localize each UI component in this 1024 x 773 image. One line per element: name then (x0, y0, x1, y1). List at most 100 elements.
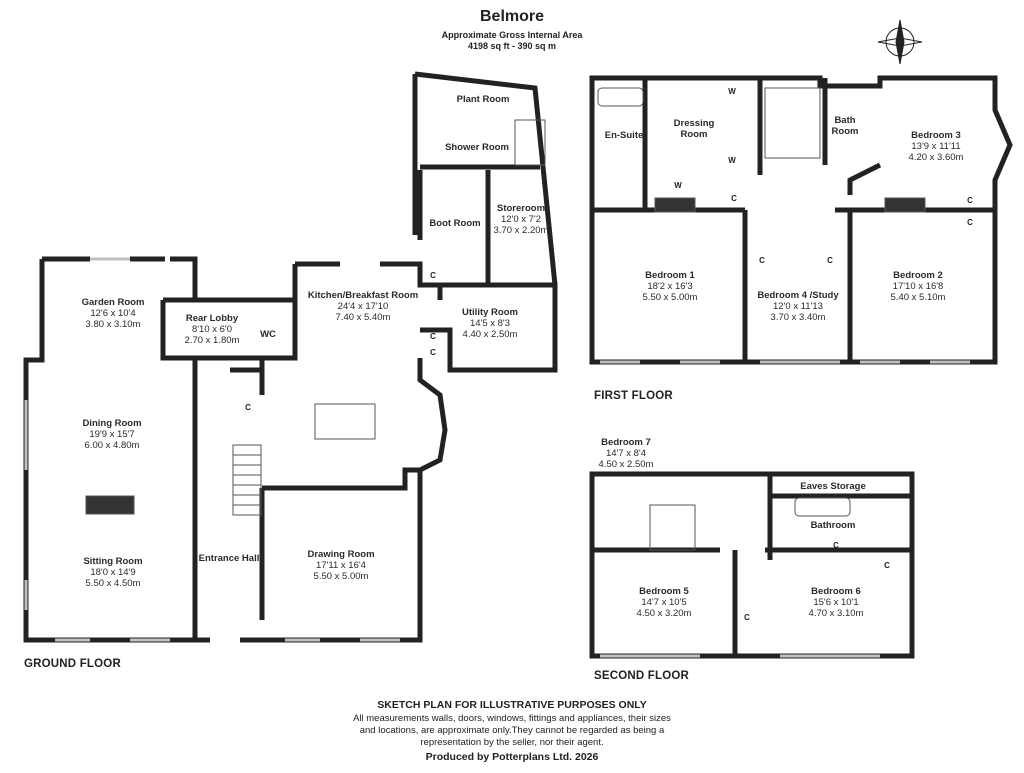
fireplace-bedroom2 (884, 197, 926, 213)
plan-subtitle: Approximate Gross Internal Area (441, 30, 583, 40)
cupboard-marker: C (833, 541, 839, 550)
room-name: Shower Room (445, 142, 509, 153)
room-metric: 2.70 x 1.80m (184, 335, 240, 346)
room-utility-room: Utility Room 14'5 x 8'3 4.40 x 2.50m (462, 307, 518, 340)
cupboard-marker: C (967, 196, 973, 205)
cupboard-marker: C (731, 194, 737, 203)
room-metric: 7.40 x 5.40m (335, 312, 391, 323)
room-imperial: 24'4 x 17'10 (337, 301, 389, 312)
room-name: Bedroom 5 (639, 586, 689, 597)
fireplace-bedroom1 (654, 197, 696, 213)
room-en-suite: En-Suite (605, 130, 644, 141)
room-boot-room: Boot Room (429, 218, 480, 229)
room-metric: 4.70 x 3.10m (808, 608, 864, 619)
room-imperial: 12'6 x 10'4 (90, 308, 136, 319)
room-bedroom-6: Bedroom 6 15'6 x 10'1 4.70 x 3.10m (809, 586, 864, 619)
entrance-hall-wall (192, 360, 265, 640)
room-name: Bath Room (831, 115, 859, 137)
room-name: Drawing Room (307, 549, 375, 560)
cupboard-marker: C (430, 332, 436, 341)
kitchen-island (314, 403, 376, 440)
room-drawing-room: Drawing Room 17'11 x 16'4 5.50 x 5.00m (307, 549, 374, 582)
room-name: Sitting Room (83, 556, 143, 567)
room-bath-room: Bath Room (830, 115, 860, 137)
disclaimer-line-2: and locations, are approximate only.They… (359, 725, 665, 736)
room-imperial: 13'9 x 11'11 (911, 141, 961, 152)
plan-area: 4198 sq ft - 390 sq m (467, 41, 557, 51)
room-garden-room: Garden Room 12'6 x 10'4 3.80 x 3.10m (82, 297, 145, 330)
room-bathroom: Bathroom (811, 520, 856, 531)
bath-second (794, 497, 851, 517)
bath-first (597, 87, 644, 107)
cupboard-marker: C (759, 256, 765, 265)
room-imperial: 14'5 x 8'3 (469, 318, 511, 329)
wardrobe-marker: W (674, 181, 682, 190)
wardrobe-marker: W (728, 87, 736, 96)
room-name: Utility Room (462, 307, 518, 318)
room-imperial: 17'10 x 16'8 (892, 281, 944, 292)
room-dressing-room: Dressing Room (669, 118, 719, 140)
kitchen-drawing-wall (259, 358, 448, 620)
compass-rose-icon (877, 19, 923, 65)
room-name: Boot Room (429, 218, 481, 229)
cupboard-marker: C (884, 561, 890, 570)
second-floor-inner-walls (592, 474, 912, 656)
utility-wall (420, 282, 558, 373)
room-name: Bedroom 4 /Study (757, 290, 839, 301)
room-name: Kitchen/Breakfast Room (307, 290, 419, 301)
stairs-second (649, 504, 696, 551)
room-metric: 5.50 x 5.00m (642, 292, 698, 303)
room-name: Bedroom 7 (601, 437, 651, 448)
room-name: Rear Lobby (185, 313, 239, 324)
cupboard-marker: C (827, 256, 833, 265)
room-name: Entrance Hall (198, 553, 260, 564)
rear-lobby-wall (160, 297, 298, 361)
room-shower-room: Shower Room (445, 142, 509, 153)
disclaimer-line-3: representation by the seller, nor their … (420, 737, 604, 748)
room-name: En-Suite (604, 130, 644, 141)
room-wc: WC (260, 329, 276, 340)
room-storeroom: Storeroom 12'0 x 7'2 3.70 x 2.20m (494, 203, 549, 236)
room-imperial: 18'0 x 14'9 (90, 567, 136, 578)
room-kitchen: Kitchen/Breakfast Room 24'4 x 17'10 7.40… (308, 290, 418, 323)
stairs-first (764, 87, 821, 159)
room-imperial: 17'11 x 16'4 (316, 560, 366, 571)
cupboard-marker: C (430, 271, 436, 280)
room-imperial: 15'6 x 10'1 (813, 597, 859, 608)
stairs-ground (232, 444, 262, 516)
fireplace-ground (85, 495, 135, 515)
room-bedroom-4: Bedroom 4 /Study 12'0 x 11'13 3.70 x 3.4… (757, 290, 838, 323)
room-bedroom-7: Bedroom 7 14'7 x 8'4 4.50 x 2.50m (599, 437, 654, 470)
room-bedroom-3: Bedroom 3 13'9 x 11'11 4.20 x 3.60m (909, 130, 964, 163)
room-name: Eaves Storage (800, 481, 866, 492)
room-metric: 4.50 x 3.20m (636, 608, 692, 619)
room-name: Bedroom 2 (893, 270, 943, 281)
room-metric: 3.70 x 2.20m (493, 225, 549, 236)
room-metric: 4.40 x 2.50m (462, 329, 518, 340)
room-metric: 5.40 x 5.10m (890, 292, 946, 303)
room-name: Bathroom (810, 520, 856, 531)
room-imperial: 18'2 x 16'3 (647, 281, 693, 292)
room-name: Bedroom 1 (645, 270, 695, 281)
cupboard-marker: C (967, 218, 973, 227)
room-name: Bedroom 3 (911, 130, 961, 141)
room-metric: 6.00 x 4.80m (84, 440, 140, 451)
first-floor-outer-wall (589, 75, 1013, 365)
room-imperial: 12'0 x 11'13 (773, 301, 823, 312)
room-bedroom-2: Bedroom 2 17'10 x 16'8 5.40 x 5.10m (891, 270, 946, 303)
room-name: Bedroom 6 (811, 586, 861, 597)
room-name: Storeroom (496, 203, 546, 214)
back-wing-inner-walls (417, 164, 540, 285)
room-metric: 5.50 x 4.50m (85, 578, 141, 589)
disclaimer-line-1: All measurements walls, doors, windows, … (353, 713, 671, 724)
shower-tray (514, 119, 546, 166)
first-floor-label: FIRST FLOOR (594, 390, 673, 402)
room-imperial: 12'0 x 7'2 (500, 214, 542, 225)
room-dining-room: Dining Room 19'9 x 15'7 6.00 x 4.80m (82, 418, 141, 451)
ground-floor-outer-wall (23, 256, 198, 643)
room-eaves-storage: Eaves Storage (800, 481, 865, 492)
room-name: WC (260, 329, 276, 340)
room-metric: 4.50 x 2.50m (598, 459, 654, 470)
room-name: Dressing Room (673, 118, 715, 140)
room-imperial: 8'10 x 6'0 (191, 324, 233, 335)
